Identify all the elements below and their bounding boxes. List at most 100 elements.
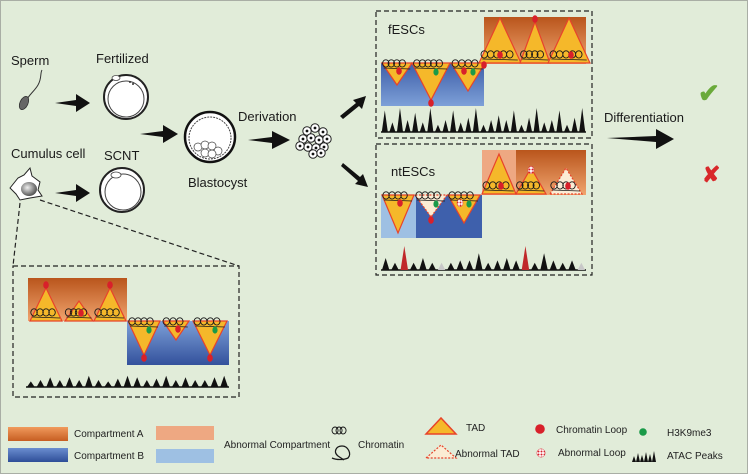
ntescs-atac-peak <box>503 258 511 270</box>
chromatin-icon <box>413 59 443 68</box>
fescs-atac-peak <box>488 120 495 132</box>
chromatin-loop-icon <box>568 51 574 59</box>
arrow-to-ntescs <box>341 163 368 187</box>
inset-atac-peak <box>200 380 209 387</box>
fescs-atac-peak <box>389 122 396 132</box>
ntescs-atac-peak <box>493 260 502 270</box>
legend-atac-peaks: ATAC Peaks <box>667 451 723 462</box>
chromatin-loop-icon <box>78 309 84 317</box>
inset-atac-peak <box>152 378 161 387</box>
tad <box>519 15 551 64</box>
ntescs-atac-peak <box>531 262 539 270</box>
ntescs-atac-peak <box>400 246 409 270</box>
legend-abnormal-loop-icon <box>536 448 546 458</box>
fescs-atac-peak <box>571 117 578 132</box>
legend-h3k9me3-icon <box>639 428 647 436</box>
inset-atac-peak <box>171 380 180 387</box>
inset-atac-peak <box>75 380 84 387</box>
chromatin-loop-icon <box>43 281 49 289</box>
h3k9me3-icon <box>146 326 152 334</box>
tad <box>481 152 517 195</box>
chromatin-strand <box>416 199 446 202</box>
atac-peak-glyph <box>648 454 652 462</box>
chromatin-loop-strand <box>331 445 351 461</box>
fescs-atac-peak <box>556 110 563 132</box>
inset-atac-peak <box>84 375 93 387</box>
fescs-atac-peak <box>465 117 472 132</box>
fescs-atac-peak <box>434 124 441 132</box>
chromatin-loop-icon <box>396 67 402 75</box>
chromatin-strand <box>414 67 448 70</box>
chromatin-loop-icon <box>565 182 571 190</box>
label-ntescs: ntESCs <box>391 164 436 179</box>
chromatin-icon <box>94 308 120 317</box>
fescs-atac-peak <box>503 120 510 132</box>
fescs-atac-peak <box>510 110 517 132</box>
legend-swatch-abnormal-a <box>156 426 214 440</box>
success-check-icon: ✔ <box>698 78 720 108</box>
fertilized-egg-icon <box>103 74 149 120</box>
tad <box>161 317 191 342</box>
tad-icon <box>446 194 482 225</box>
chromatin-strand <box>484 189 514 192</box>
fescs-atac-peak <box>419 122 426 132</box>
inset-atac-peak <box>104 381 113 387</box>
legend-abnormal-loop: Abnormal Loop <box>558 448 626 459</box>
fescs-atac-peak <box>533 108 540 132</box>
h3k9me3-icon <box>433 68 439 76</box>
scnt-egg-icon <box>99 167 145 213</box>
inset-atac-peak <box>65 377 74 387</box>
label-fertilized: Fertilized <box>96 51 149 66</box>
ntescs-atac-peak <box>540 253 548 270</box>
esc-nucleus <box>313 126 317 130</box>
esc-nucleus <box>322 145 326 149</box>
inset-atac-peak <box>36 380 45 387</box>
inset-atac-peak <box>26 381 35 387</box>
tad <box>548 166 584 195</box>
chromatin-strand <box>551 189 581 192</box>
legend-abnormal-compartment: Abnormal Compartment <box>224 440 331 451</box>
chromatin-strand <box>66 316 92 319</box>
ntescs-atac-peak <box>437 262 446 270</box>
legend-compartment-a: Compartment A <box>74 429 144 440</box>
tad-icon <box>127 320 161 357</box>
ntescs-atac-peak <box>549 260 558 270</box>
fescs-atac-peak <box>472 108 479 132</box>
sperm-icon <box>18 69 43 110</box>
inset-zoom-line-left <box>12 202 21 267</box>
ntescs-atac-peak <box>475 253 483 270</box>
inset-atac-peak <box>46 377 55 387</box>
chromatin-strand <box>482 58 518 61</box>
fescs-panel-border <box>375 10 593 139</box>
h3k9me3-icon <box>433 200 439 208</box>
esc-nucleus <box>311 152 315 156</box>
chromatin-icon <box>520 50 544 59</box>
inset-atac-peak <box>210 377 219 387</box>
chromatin-icon <box>549 50 583 59</box>
inset-zoom-line-right <box>39 199 240 267</box>
ntescs-panel-border <box>375 143 593 276</box>
legend-swatch-compartment-b <box>8 448 68 462</box>
chromatin-icon <box>415 191 441 200</box>
tad <box>547 16 591 64</box>
chromatin-strand <box>195 325 225 328</box>
ntescs-atac-peak <box>409 262 418 270</box>
label-scnt: SCNT <box>104 148 140 163</box>
inset-atac-peak <box>162 375 171 387</box>
tad <box>381 191 415 235</box>
esc-nucleus <box>314 146 318 150</box>
chromatin-icon <box>480 50 514 59</box>
inset-atac-peak <box>123 375 132 387</box>
tad <box>411 59 451 107</box>
ntescs-atac-peak <box>465 260 474 270</box>
arrow-cumulus-to-scnt <box>55 184 90 202</box>
arrow-to-fescs <box>340 96 366 119</box>
fescs-atac-peak <box>381 110 388 132</box>
esc-nucleus <box>298 144 302 148</box>
tad-icon <box>481 152 517 195</box>
legend-swatch-abnormal-b <box>156 449 214 463</box>
fescs-atac-peak <box>563 124 571 132</box>
chromatin-strand <box>453 67 483 70</box>
chromatin-strand <box>517 189 545 192</box>
chromatin-coils <box>331 426 347 435</box>
